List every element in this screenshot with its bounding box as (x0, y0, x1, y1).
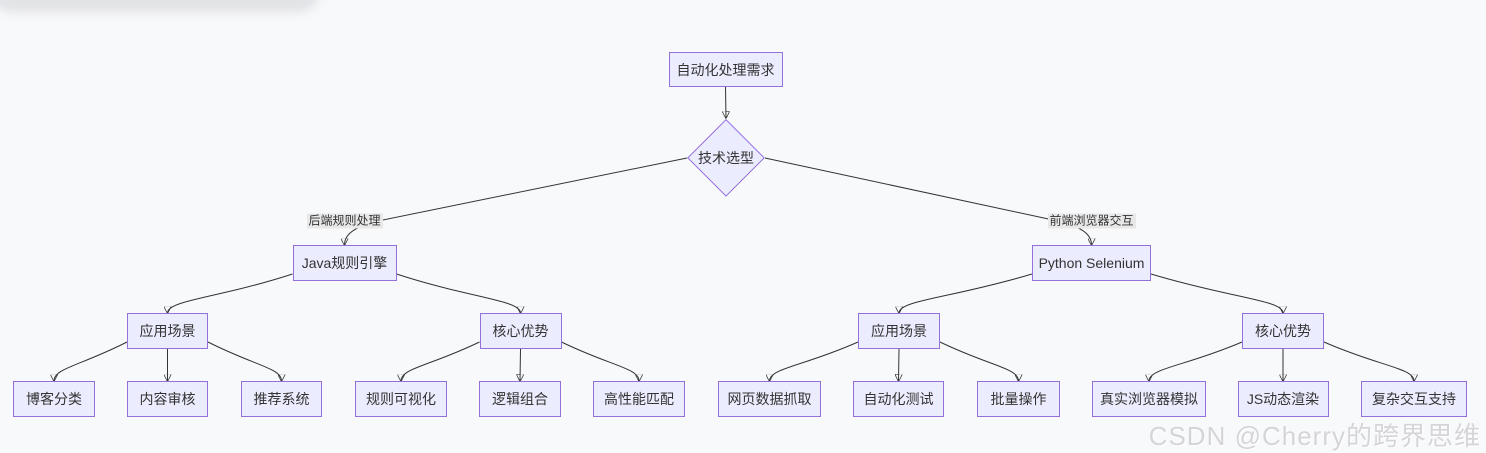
node-label: 逻辑组合 (492, 391, 548, 407)
node-label: 高性能匹配 (604, 391, 674, 407)
node-label: 博客分类 (26, 391, 82, 407)
flow-node-jsrender: JS动态渲染 (1237, 381, 1329, 417)
edge-sel-scenes-to-batch (939, 341, 1019, 381)
flow-node-scrape: 网页数据抓取 (718, 381, 821, 417)
flow-node-java-adv: 核心优势 (479, 313, 562, 349)
flow-node-decision: 技术选型 (686, 118, 766, 198)
edge-selenium-to-sel-adv (1150, 273, 1283, 313)
edge-java-to-java-scenes (168, 273, 293, 313)
node-label: 核心优势 (492, 323, 549, 339)
node-label: 网页数据抓取 (727, 391, 812, 407)
node-label: 自动化处理需求 (676, 61, 775, 78)
edge-sel-adv-to-realbrowser (1149, 341, 1243, 381)
flow-node-realbrowser: 真实浏览器模拟 (1092, 381, 1206, 417)
node-label: Python Selenium (1038, 255, 1145, 271)
flow-node-batch: 批量操作 (977, 381, 1060, 417)
flow-node-req: 自动化处理需求 (668, 52, 783, 87)
node-label: 规则可视化 (366, 391, 436, 407)
flow-node-content: 内容审核 (127, 381, 208, 417)
node-label: 自动化测试 (863, 391, 934, 407)
node-label: 批量操作 (990, 391, 1047, 407)
edge-java-scenes-to-blog (54, 341, 128, 381)
flow-node-sel-scenes: 应用场景 (858, 313, 940, 349)
edge-sel-scenes-to-autotest (899, 348, 900, 381)
flow-node-rulevis: 规则可视化 (355, 381, 447, 417)
edge-java-adv-to-logic (520, 348, 521, 381)
node-label: 核心优势 (1255, 323, 1311, 339)
flow-node-complex: 复杂交互支持 (1361, 381, 1467, 417)
flow-node-perf: 高性能匹配 (593, 381, 685, 417)
flow-node-recommend: 推荐系统 (241, 381, 322, 417)
edge-label-selenium: 前端浏览器交互 (1047, 213, 1136, 229)
flow-node-selenium: Python Selenium (1032, 245, 1151, 281)
flow-node-java-scenes: 应用场景 (127, 313, 208, 349)
edge-java-adv-to-rulevis (401, 341, 480, 381)
node-label: 真实浏览器模拟 (1100, 391, 1198, 407)
node-label: 复杂交互支持 (1372, 391, 1456, 407)
node-label: 技术选型 (698, 150, 754, 166)
node-label: 内容审核 (139, 391, 196, 407)
flow-node-sel-adv: 核心优势 (1242, 313, 1324, 349)
node-label: JS动态渲染 (1246, 391, 1320, 407)
node-label: 推荐系统 (253, 391, 310, 407)
edge-selenium-to-sel-scenes (899, 273, 1033, 313)
flow-node-autotest: 自动化测试 (853, 381, 944, 417)
node-label: 应用场景 (139, 323, 196, 339)
edge-label-java: 后端规则处理 (306, 213, 383, 229)
edge-sel-scenes-to-scrape (770, 341, 859, 381)
flow-node-blog: 博客分类 (13, 381, 95, 417)
flow-node-java: Java规则引擎 (292, 245, 397, 281)
edge-java-to-java-adv (396, 273, 521, 313)
edge-java-adv-to-perf (561, 341, 640, 381)
edge-sel-adv-to-complex (1323, 341, 1414, 381)
edge-java-scenes-to-recommend (207, 341, 282, 381)
edge-req-to-decision (726, 86, 727, 118)
node-label: 应用场景 (871, 323, 927, 339)
flow-node-logic: 逻辑组合 (479, 381, 561, 417)
node-label: Java规则引擎 (301, 255, 388, 271)
edge-decision-to-java (345, 157, 688, 245)
edge-decision-to-selenium (764, 157, 1092, 245)
